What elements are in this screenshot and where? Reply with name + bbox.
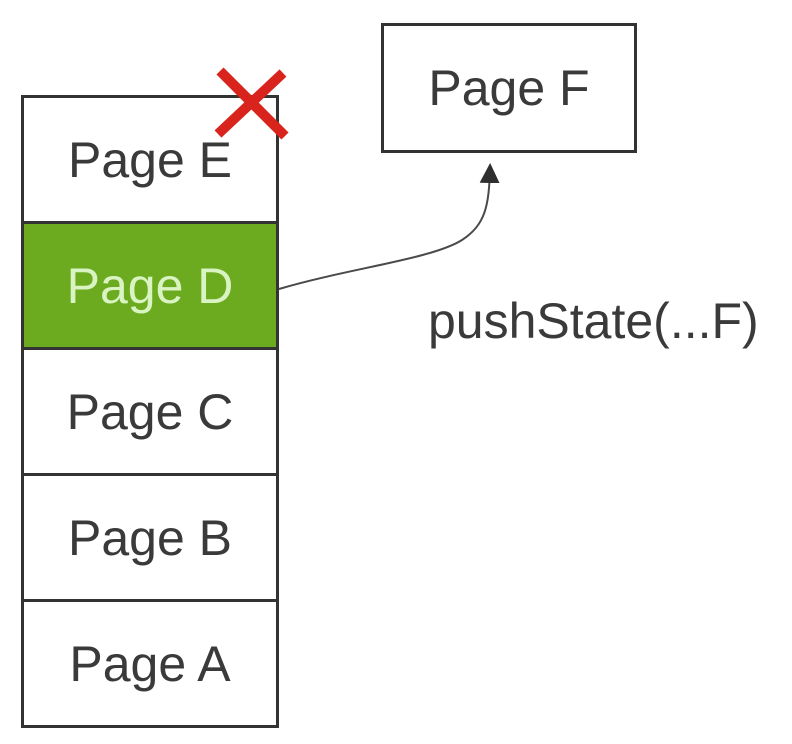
pushstate-arrow [278,163,500,290]
stack-box-label: Page C [66,383,234,440]
stack-box-page-c: Page C [21,347,279,476]
stack-box-label: Page E [67,131,232,188]
stack-box-label: Page D [66,257,234,314]
stack-box-page-d: Page D [21,221,279,350]
page-f-label: Page F [428,60,590,116]
stack-box-page-b: Page B [21,473,279,602]
stack-box-page-a: Page A [21,599,279,728]
history-stack: Page E Page D Page C Page B Page A [21,95,279,728]
stack-box-label: Page B [67,509,232,566]
pushstate-label: pushState(...F) [428,293,759,349]
page-f-box: Page F [381,23,637,153]
stack-box-label: Page A [69,635,231,692]
stack-box-page-e: Page E [21,95,279,224]
